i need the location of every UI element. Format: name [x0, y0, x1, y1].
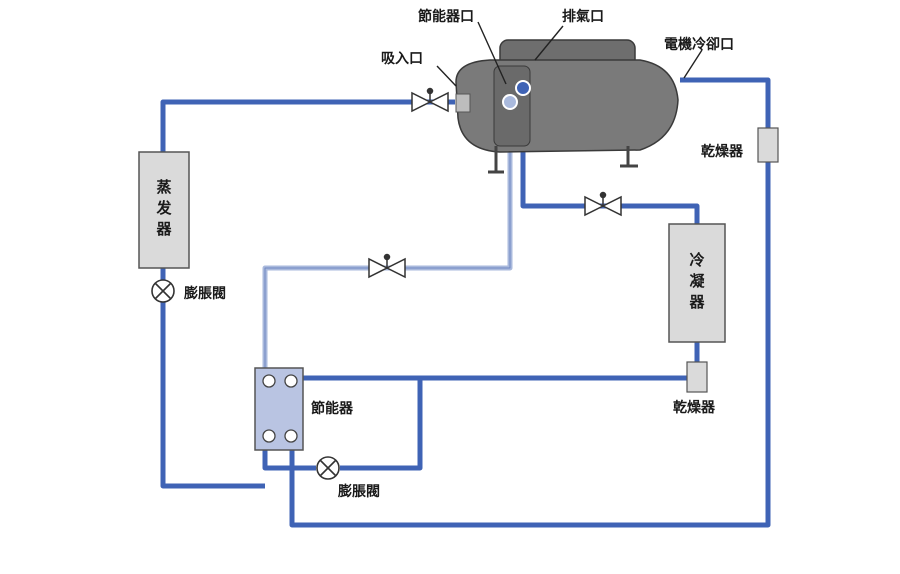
expansion-valve-bottom [316, 456, 340, 480]
economizer-port-label: 節能器口 [418, 9, 474, 25]
discharge-port-circle [515, 80, 531, 96]
motor-cooling-inlet-line [680, 77, 771, 128]
suction-shutoff-valve [411, 87, 449, 113]
evaporator-label: 蒸发器 [154, 178, 173, 242]
condenser-label: 冷凝器 [687, 251, 706, 315]
expansion-valve-bottom-label: 膨脹閥 [338, 484, 380, 500]
economizer-shutoff-valve [368, 253, 406, 279]
economizer-bypass-line [340, 378, 423, 471]
motor-cooling-line [289, 162, 771, 528]
discharge-port-label: 排氣口 [562, 9, 604, 25]
dryer-bottom-box [686, 361, 708, 393]
suction-line [160, 99, 455, 152]
economizer-exchanger [254, 367, 304, 451]
economizer-port-circle [502, 94, 518, 110]
evaporator-box [138, 151, 190, 269]
expansion-valve-left [151, 279, 175, 303]
evaporator-label-wrap: 蒸发器 [139, 152, 189, 268]
dryer-top-label: 乾燥器 [701, 144, 743, 160]
economizer-label: 節能器 [311, 401, 353, 417]
dryer-bottom-label: 乾燥器 [673, 400, 715, 416]
condenser-label-wrap: 冷凝器 [669, 224, 725, 342]
evaporator-return-line [160, 268, 265, 489]
dryer-top-box [757, 127, 779, 163]
liquid-line [292, 375, 700, 392]
label-pointers [436, 21, 703, 87]
motor-cooling-port-label: 電機冷卻口 [664, 37, 734, 53]
compressor [455, 39, 679, 174]
expansion-valve-left-label: 膨脹閥 [184, 286, 226, 302]
discharge-shutoff-valve [584, 191, 622, 217]
suction-port-label: 吸入口 [381, 51, 423, 67]
condenser-box [668, 223, 726, 343]
